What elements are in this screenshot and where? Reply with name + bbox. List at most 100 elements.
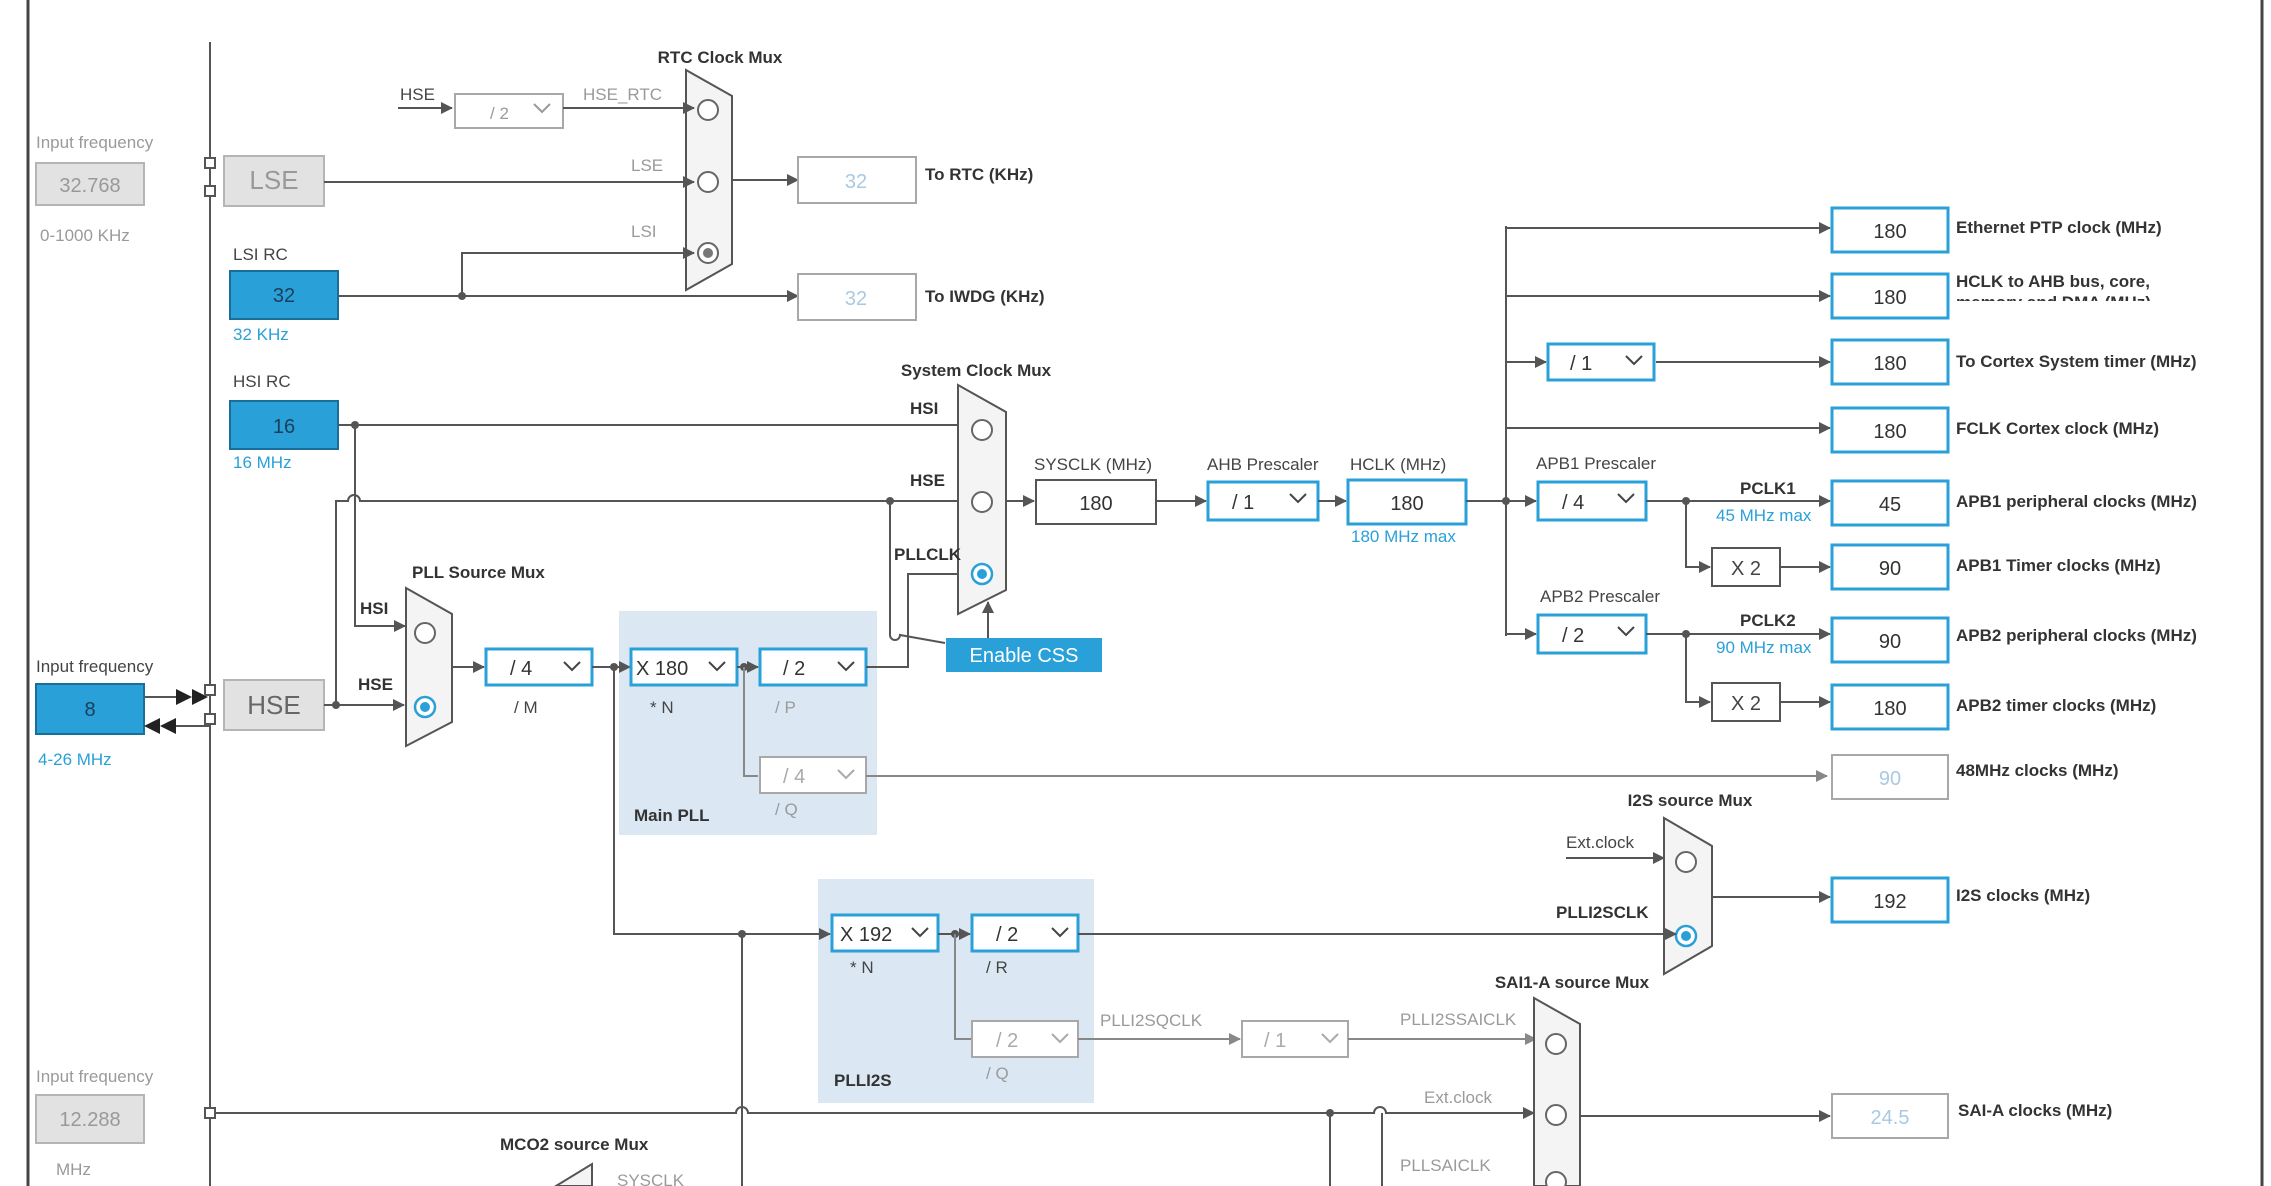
apb2-peripheral-value-box[interactable] — [1830, 616, 1950, 664]
sysmux-hse-radio[interactable] — [971, 491, 993, 513]
sai-mux-plli2s-radio[interactable] — [1545, 1033, 1567, 1055]
sai-mux-ext-radio[interactable] — [1545, 1104, 1567, 1126]
apb1-prescaler-select[interactable] — [1536, 480, 1648, 522]
ahb-prescaler-value[interactable]: / 1 — [1232, 492, 1254, 514]
apb1-timer-value[interactable]: 90 — [1879, 558, 1901, 580]
plli2s-r-divider-select[interactable] — [970, 913, 1080, 953]
enable-css-button-label[interactable]: Enable CSS — [970, 645, 1079, 667]
enable-css-button[interactable] — [946, 638, 1102, 672]
apb2-peripheral-value[interactable]: 90 — [1879, 631, 1901, 653]
apb2-prescaler-select[interactable] — [1536, 613, 1648, 655]
plli2s-n-multiplier-select[interactable] — [830, 913, 940, 953]
ahb-prescaler-select[interactable] — [1206, 480, 1320, 522]
plli2s-r-divider-value[interactable]: / 2 — [996, 924, 1018, 946]
ethernet-ptp-value-box[interactable] — [1830, 206, 1950, 254]
plli2s-n-chevron-down-icon[interactable] — [911, 927, 929, 938]
apb1-timer-label: APB1 Timer clocks (MHz) — [1956, 556, 2161, 575]
hclk-ahb-label: HCLK to AHB bus, core, — [1956, 272, 2150, 291]
sysmux-hsi-radio[interactable] — [971, 419, 993, 441]
i2s-mux-ext-label: Ext.clock — [1566, 833, 1635, 852]
hse-frequency-input-box[interactable] — [35, 683, 145, 735]
apb1-prescaler-value[interactable]: / 4 — [1562, 492, 1584, 514]
plli2s-n-multiplier-value[interactable]: X 192 — [840, 924, 892, 946]
fclk-label: FCLK Cortex clock (MHz) — [1956, 419, 2159, 438]
apb1-peripheral-value[interactable]: 45 — [1879, 494, 1901, 516]
rtc-hse-divider-select[interactable] — [454, 93, 564, 129]
cortex-timer-divider-select[interactable] — [1546, 342, 1656, 382]
apb2-chevron-down-icon[interactable] — [1617, 626, 1635, 637]
pllclk-to-sysmux-line — [866, 568, 979, 668]
lse-pin-top — [204, 157, 216, 169]
plli2s-sai-divider-value[interactable]: / 1 — [1264, 1030, 1286, 1052]
sai-mux-pllsai-radio[interactable] — [1545, 1171, 1567, 1186]
i2s-mux-ext-radio[interactable] — [1675, 851, 1697, 873]
hclk-value[interactable]: 180 — [1390, 493, 1423, 515]
ethernet-ptp-value[interactable]: 180 — [1873, 221, 1906, 243]
cortex-chevron-down-icon[interactable] — [1625, 355, 1643, 366]
plli2s-label: PLLI2S — [834, 1071, 892, 1090]
pll-n-multiplier-value[interactable]: X 180 — [636, 658, 688, 680]
pll-q-label: / Q — [775, 800, 798, 819]
plli2s-r-chevron-down-icon[interactable] — [1051, 927, 1069, 938]
apb2-timer-x2-label: X 2 — [1731, 693, 1761, 715]
hclk-ahb-value[interactable]: 180 — [1873, 287, 1906, 309]
plli2s-sai-divider-select[interactable] — [1241, 1020, 1349, 1058]
lse-frequency-input-box[interactable] — [35, 162, 145, 206]
sai-mux-pllsaiclk-label: PLLSAICLK — [1400, 1156, 1491, 1175]
rtc-mux-hse-radio[interactable] — [697, 99, 719, 121]
sai-mux-plli2ssaiclk-label: PLLI2SSAICLK — [1400, 1010, 1517, 1029]
hse-block — [223, 679, 325, 731]
pll-p-chevron-down-icon[interactable] — [837, 661, 855, 672]
pll-m-divider-value[interactable]: / 4 — [510, 658, 532, 680]
apb2-prescaler-value[interactable]: / 2 — [1562, 625, 1584, 647]
fclk-value-box[interactable] — [1830, 406, 1950, 454]
rtc-hse-divider-value[interactable]: / 2 — [490, 104, 509, 123]
apb1-peripheral-value-box[interactable] — [1830, 479, 1950, 527]
hsi-rc-title: HSI RC — [233, 372, 291, 391]
pll-m-chevron-down-icon[interactable] — [563, 661, 581, 672]
ahb-chevron-down-icon[interactable] — [1289, 493, 1307, 504]
plli2s-q-divider-select[interactable] — [971, 1020, 1079, 1058]
i2s-label: I2S clocks (MHz) — [1956, 886, 2090, 905]
cortex-timer-divider-value[interactable]: / 1 — [1570, 353, 1592, 375]
i2s-value[interactable]: 192 — [1873, 891, 1906, 913]
pll-p-divider-select[interactable] — [758, 647, 868, 687]
pll-q-chevron-down-icon[interactable] — [837, 769, 855, 780]
sysmux-hsi-label: HSI — [910, 399, 938, 418]
apb2-timer-value-box[interactable] — [1830, 683, 1950, 731]
48mhz-value-box — [1831, 754, 1949, 800]
hclk-ahb-value-box[interactable] — [1830, 272, 1950, 320]
plli2s-sai-chevron-down-icon[interactable] — [1321, 1033, 1339, 1044]
sysclk-value-box — [1035, 479, 1157, 525]
lse-frequency-input[interactable]: 32.768 — [59, 175, 120, 197]
to-iwdg-value: 32 — [845, 288, 867, 310]
output-apb1-timer: 90 APB1 Timer clocks (MHz) — [1830, 543, 2161, 591]
i2s-ckin-input-box[interactable] — [35, 1094, 145, 1144]
pll-p-divider-value[interactable]: / 2 — [783, 658, 805, 680]
hse-frequency-input[interactable]: 8 — [84, 699, 95, 721]
cortex-timer-value[interactable]: 180 — [1873, 353, 1906, 375]
pll-mux-hsi-radio[interactable] — [414, 622, 436, 644]
css-feed-line — [889, 501, 946, 644]
plli2s-q-divider-value[interactable]: / 2 — [996, 1030, 1018, 1052]
output-ethernet-ptp: 180 Ethernet PTP clock (MHz) — [1830, 206, 2162, 254]
apb1-chevron-down-icon[interactable] — [1617, 493, 1635, 504]
apb1-timer-value-box[interactable] — [1830, 543, 1950, 591]
plli2s-q-chevron-down-icon[interactable] — [1051, 1033, 1069, 1044]
i2s-input-frequency-label: Input frequency — [36, 1067, 154, 1086]
cortex-timer-value-box[interactable] — [1830, 338, 1950, 386]
pll-q-divider-value[interactable]: / 4 — [783, 766, 805, 788]
i2s-value-box[interactable] — [1830, 876, 1950, 924]
hclk-label: HCLK (MHz) — [1350, 455, 1446, 474]
apb2-timer-value[interactable]: 180 — [1873, 698, 1906, 720]
hclk-value-box[interactable] — [1346, 478, 1468, 526]
lse-pin-bottom — [204, 185, 216, 197]
rtc-hse-divider-chevron-down-icon[interactable] — [533, 103, 551, 114]
fclk-value[interactable]: 180 — [1873, 421, 1906, 443]
i2s-ckin-input[interactable]: 12.288 — [59, 1109, 120, 1131]
rtc-mux-lse-radio[interactable] — [697, 171, 719, 193]
hse-out-arrows-icon — [144, 718, 176, 734]
pll-n-chevron-down-icon[interactable] — [708, 661, 726, 672]
